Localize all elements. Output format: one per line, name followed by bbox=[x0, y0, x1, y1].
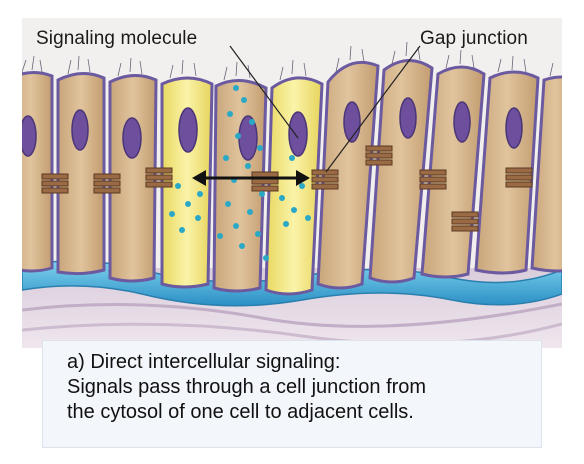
illustration-panel bbox=[22, 18, 562, 348]
gap-junction-leader bbox=[325, 45, 421, 173]
caption-box: a) Direct intercellular signaling: Signa… bbox=[42, 340, 542, 448]
signaling-cell bbox=[160, 76, 214, 289]
caption-line-1: Signals pass through a cell junction fro… bbox=[67, 376, 427, 398]
receiving-cell bbox=[264, 76, 324, 296]
signaling-molecule-label: Signaling molecule bbox=[36, 28, 198, 49]
gap-junction-label: Gap junction bbox=[420, 28, 528, 49]
caption-line-2: the cytosol of one cell to adjacent cell… bbox=[67, 401, 414, 423]
double-arrow-icon bbox=[192, 170, 310, 186]
signaling-molecules bbox=[169, 85, 311, 261]
epithelium-illustration bbox=[22, 41, 562, 348]
microvilli bbox=[22, 41, 554, 81]
nuclei bbox=[22, 97, 523, 161]
caption-heading: a) Direct intercellular signaling: bbox=[67, 351, 341, 373]
signaling-molecule-leader bbox=[229, 45, 299, 139]
